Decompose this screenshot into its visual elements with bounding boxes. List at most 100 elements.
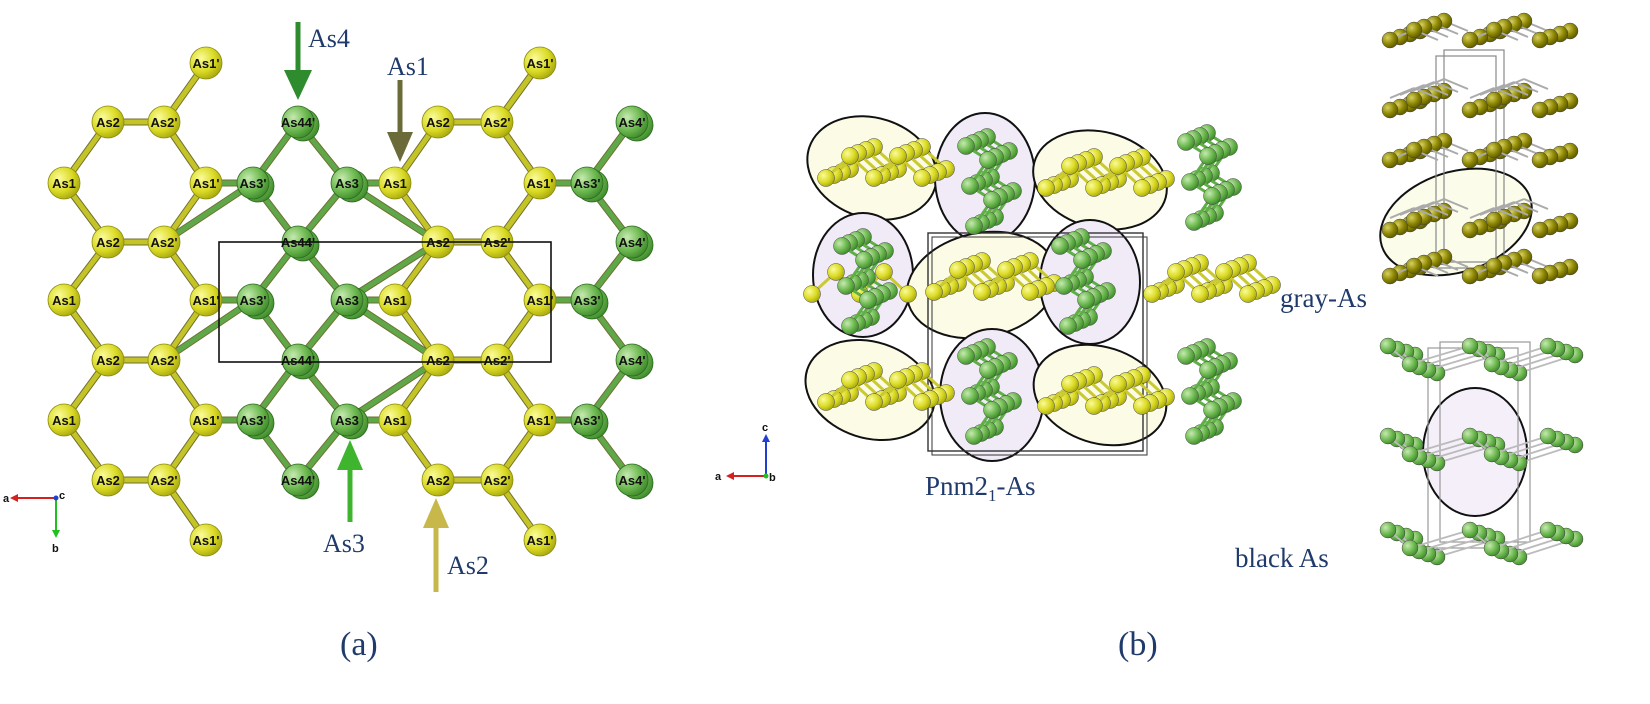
gray-as-bond bbox=[1469, 87, 1495, 99]
atom-sphere bbox=[189, 283, 223, 317]
chain-atom bbox=[1085, 397, 1103, 415]
gray-as-bond bbox=[1389, 207, 1415, 219]
atom: As2 bbox=[421, 105, 455, 139]
chain-atom bbox=[965, 217, 983, 235]
chain-atom bbox=[889, 147, 907, 165]
atom: As44' bbox=[281, 105, 320, 142]
chain-atom bbox=[1215, 263, 1233, 281]
atom-sphere bbox=[147, 105, 181, 139]
atom-sphere bbox=[615, 105, 649, 139]
gray-as-bond bbox=[1513, 81, 1539, 93]
atom-chain bbox=[1037, 148, 1175, 197]
atom-sphere bbox=[523, 523, 557, 557]
atom-label: As2' bbox=[484, 353, 511, 368]
gray-as-atom bbox=[1461, 267, 1479, 285]
gray-as-atom bbox=[1531, 151, 1549, 169]
atom-chain bbox=[817, 138, 955, 187]
atom-sphere bbox=[147, 343, 181, 377]
atom-sphere bbox=[47, 403, 81, 437]
atom: As1' bbox=[189, 523, 223, 557]
gray-as-atom bbox=[1381, 267, 1399, 285]
chain-atom bbox=[889, 371, 907, 389]
chain-atom bbox=[1239, 285, 1257, 303]
atom-label: As3' bbox=[240, 293, 267, 308]
atom-sphere bbox=[480, 343, 514, 377]
atom-sphere bbox=[189, 166, 223, 200]
black-as-atom bbox=[1483, 445, 1501, 463]
atom: As4' bbox=[615, 105, 654, 142]
atom-label: As3' bbox=[240, 176, 267, 191]
atom: As1' bbox=[189, 166, 223, 200]
atom-label: As3 bbox=[335, 176, 359, 191]
atom: As2 bbox=[421, 343, 455, 377]
axis-triad-b: a c b bbox=[715, 422, 776, 484]
gray-as-atom bbox=[1405, 211, 1423, 229]
gray-as-atom bbox=[1381, 221, 1399, 239]
atom: As1' bbox=[189, 403, 223, 437]
gray-as-bond bbox=[1413, 207, 1439, 219]
chain-atom bbox=[1061, 375, 1079, 393]
chain-atom bbox=[1133, 397, 1151, 415]
arrow-as4: As4 bbox=[284, 22, 350, 100]
atom: As1' bbox=[523, 46, 557, 80]
chain-atom bbox=[827, 263, 845, 281]
gray-as-atom bbox=[1381, 101, 1399, 119]
black-as-layer bbox=[1379, 337, 1584, 382]
atom-label: As1 bbox=[52, 413, 76, 428]
chain-atom bbox=[1203, 401, 1221, 419]
chain-atom bbox=[965, 427, 983, 445]
chain-atom bbox=[957, 347, 975, 365]
gray-as-atom bbox=[1531, 101, 1549, 119]
atom-sphere bbox=[570, 403, 604, 437]
atom: As3' bbox=[570, 403, 609, 440]
atom-sphere bbox=[523, 46, 557, 80]
black-as-atom bbox=[1379, 337, 1397, 355]
panel-b-atoms bbox=[803, 124, 1281, 445]
atom-sphere bbox=[421, 463, 455, 497]
chain-atom bbox=[983, 191, 1001, 209]
atom-sphere bbox=[147, 463, 181, 497]
chain-atom bbox=[1037, 397, 1055, 415]
black-as-atom bbox=[1539, 521, 1557, 539]
gray-as-bond bbox=[1399, 84, 1425, 96]
atom-label: As2' bbox=[151, 353, 178, 368]
atom-sphere bbox=[378, 403, 412, 437]
atom-label: As2 bbox=[426, 115, 450, 130]
chain-atom bbox=[961, 177, 979, 195]
atom-sphere bbox=[91, 105, 125, 139]
gray-as-atom bbox=[1485, 211, 1503, 229]
atom-label: As1' bbox=[527, 176, 554, 191]
atom-label: As2' bbox=[151, 473, 178, 488]
black-as-atom bbox=[1401, 355, 1419, 373]
gray-as-bond bbox=[1399, 204, 1425, 216]
atom-sphere bbox=[236, 166, 270, 200]
gray-as-layer bbox=[1381, 132, 1579, 169]
atom: As2' bbox=[147, 463, 181, 497]
atom: As2 bbox=[91, 225, 125, 259]
black-as-atom bbox=[1461, 337, 1479, 355]
atom: As2' bbox=[147, 105, 181, 139]
atom-sphere bbox=[421, 105, 455, 139]
atom-label: As3' bbox=[574, 176, 601, 191]
gray-as-bond bbox=[1523, 78, 1549, 90]
atom: As44' bbox=[281, 343, 320, 380]
atom-chain bbox=[1143, 254, 1281, 303]
atom-sphere bbox=[480, 105, 514, 139]
atom-sphere bbox=[91, 343, 125, 377]
chain-atom bbox=[1199, 147, 1217, 165]
atom-label: As1' bbox=[193, 176, 220, 191]
atom-sphere bbox=[330, 283, 364, 317]
black-as-bond bbox=[1409, 345, 1471, 365]
atom-chain bbox=[1177, 338, 1242, 445]
arrow-as2: As2 bbox=[423, 498, 489, 592]
gray-as-bond bbox=[1443, 78, 1469, 90]
gray-as-atom bbox=[1381, 31, 1399, 49]
gray-as-bond bbox=[1423, 84, 1449, 96]
gray-as-atom bbox=[1461, 101, 1479, 119]
atom-sphere bbox=[47, 166, 81, 200]
gray-as-bond bbox=[1443, 198, 1469, 210]
atom-sphere bbox=[189, 523, 223, 557]
atom-sphere bbox=[421, 343, 455, 377]
atom-sphere bbox=[281, 105, 315, 139]
axis-triad-a: a b c bbox=[3, 490, 65, 555]
